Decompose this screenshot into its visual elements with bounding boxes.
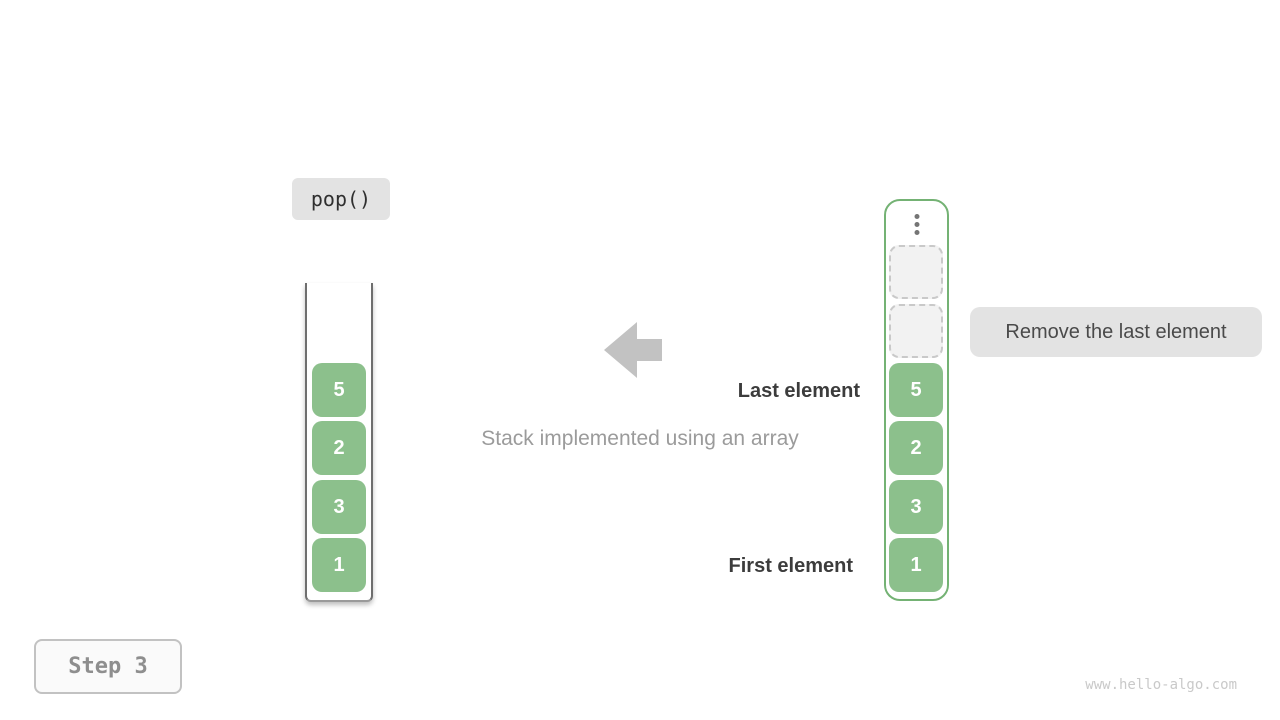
stack-cell-value: 5 [333, 378, 345, 401]
array-cell-value: 5 [910, 378, 922, 401]
stack-array-container: 5 2 3 1 [884, 199, 949, 601]
array-cell-value: 2 [910, 436, 922, 459]
step-indicator-label: Step 3 [68, 654, 148, 679]
pop-operation-label: pop() [310, 187, 372, 211]
stack-cell: 5 [312, 363, 366, 417]
stack-cell: 3 [312, 480, 366, 534]
remove-last-element-tooltip: Remove the last element [970, 307, 1262, 357]
first-element-label: First element [728, 555, 853, 577]
ellipsis-dots-icon [914, 214, 919, 235]
array-cell-value: 3 [910, 495, 922, 518]
pop-operation-badge: pop() [292, 178, 390, 220]
array-cell: 5 [889, 363, 943, 417]
stack-cell-value: 3 [333, 495, 345, 518]
array-cell-value: 1 [910, 553, 922, 576]
last-element-label: Last element [737, 380, 860, 402]
array-cell: 3 [889, 480, 943, 534]
step-indicator-badge: Step 3 [34, 639, 182, 694]
stack-cell: 2 [312, 421, 366, 475]
array-empty-slot [889, 304, 943, 358]
array-empty-slot [889, 245, 943, 299]
array-cell: 1 [889, 538, 943, 592]
stack-cell-value: 1 [333, 553, 345, 576]
stack-cell: 1 [312, 538, 366, 592]
caption-text: Stack implemented using an array [481, 427, 799, 450]
array-cell: 2 [889, 421, 943, 475]
watermark-text: www.hello-algo.com [1085, 677, 1237, 693]
stack-abstract-container: 5 2 3 1 [305, 283, 373, 602]
stack-cell-value: 2 [333, 436, 345, 459]
left-arrow-icon [604, 322, 662, 378]
